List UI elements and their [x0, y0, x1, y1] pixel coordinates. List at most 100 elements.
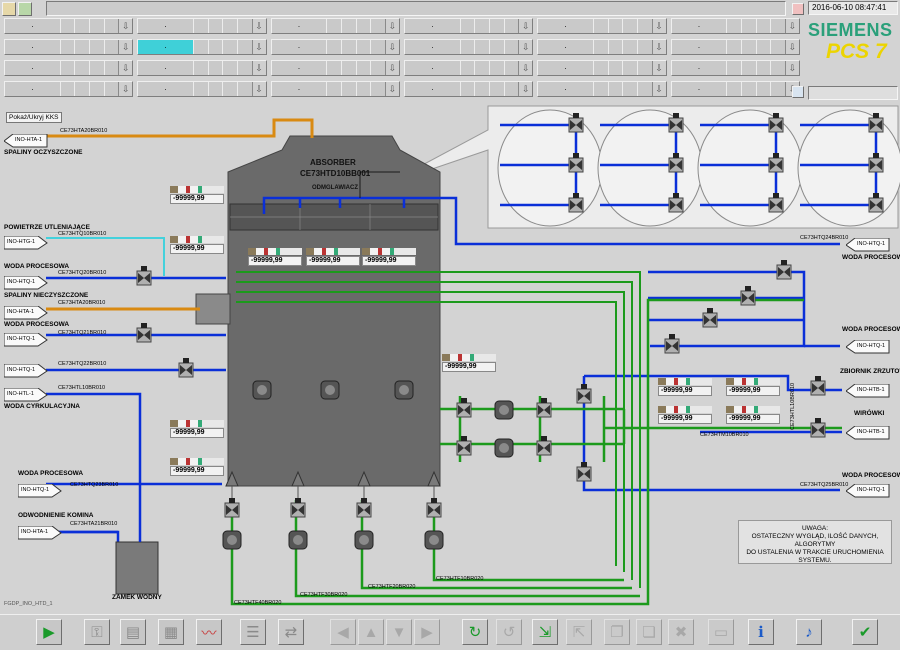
connector-process-water-out-3[interactable]: INO-HTQ-1	[846, 484, 890, 498]
import-icon[interactable]: ⇲	[532, 619, 558, 645]
pump-icon[interactable]	[354, 530, 374, 550]
nav-area-button[interactable]: .⇩	[403, 18, 534, 34]
nav-area-button[interactable]: .⇩	[403, 60, 534, 76]
nav-area-button[interactable]: .⇩	[270, 60, 400, 76]
trend-icon[interactable]: 〰	[196, 619, 222, 645]
pump-icon[interactable]	[222, 530, 242, 550]
connector-dump-tank[interactable]: INO-HTB-1	[846, 384, 890, 398]
chevron-down-icon[interactable]: ⇩	[118, 82, 133, 96]
valve-icon[interactable]	[702, 308, 718, 328]
start-icon[interactable]: ▶	[36, 619, 62, 645]
refresh-alt-icon[interactable]: ↺	[496, 619, 522, 645]
arrow-down-icon[interactable]: ▼	[386, 619, 412, 645]
list-icon[interactable]: ☰	[240, 619, 266, 645]
trend-table-icon[interactable]: ▦	[158, 619, 184, 645]
measurement-readout[interactable]: -99999,99	[726, 406, 780, 424]
valve-icon[interactable]	[290, 498, 306, 518]
chevron-down-icon[interactable]: ⇩	[651, 61, 666, 75]
pump-icon[interactable]	[320, 380, 340, 400]
nav-area-button[interactable]: .⇩	[537, 81, 667, 97]
measurement-readout[interactable]: -99999,99	[442, 354, 496, 372]
connector-raw-flue-gas[interactable]: INO-HTA-1	[4, 306, 48, 320]
chevron-down-icon[interactable]: ⇩	[651, 82, 666, 96]
copy-icon[interactable]: ❐	[604, 619, 630, 645]
acknowledge-icon[interactable]: ✔	[852, 619, 878, 645]
measurement-readout[interactable]: -99999,99	[362, 248, 416, 266]
chevron-down-icon[interactable]: ⇩	[651, 40, 666, 54]
measurement-readout[interactable]: -99999,99	[248, 248, 302, 266]
measurement-readout[interactable]: -99999,99	[170, 186, 224, 204]
nav-area-button[interactable]: .⇩	[403, 39, 534, 55]
alarm-icon[interactable]	[792, 3, 804, 15]
screen-icon[interactable]: ▭	[708, 619, 734, 645]
pump-icon[interactable]	[252, 380, 272, 400]
nav-area-button[interactable]: .⇩	[270, 39, 400, 55]
connector-process-water-out-2[interactable]: INO-HTQ-1	[846, 340, 890, 354]
chevron-down-icon[interactable]: ⇩	[385, 19, 400, 33]
pump-icon[interactable]	[494, 400, 514, 420]
chevron-down-icon[interactable]: ⇩	[251, 82, 266, 96]
delete-icon[interactable]: ✖	[668, 619, 694, 645]
valve-icon[interactable]	[810, 376, 826, 396]
key-icon[interactable]: ⚿	[84, 619, 110, 645]
nav-area-button[interactable]: .⇩	[137, 60, 267, 76]
chevron-down-icon[interactable]: ⇩	[651, 19, 666, 33]
nav-area-button[interactable]: .⇩	[4, 18, 134, 34]
kks-toggle-button[interactable]: Pokaż/Ukryj KKS	[6, 112, 62, 123]
transfer-icon[interactable]: ⇄	[278, 619, 304, 645]
valve-icon[interactable]	[776, 260, 792, 280]
valve-icon[interactable]	[740, 286, 756, 306]
nav-area-button[interactable]: .⇩	[537, 39, 667, 55]
chevron-down-icon[interactable]: ⇩	[118, 19, 133, 33]
valve-icon[interactable]	[568, 193, 584, 213]
valve-icon[interactable]	[136, 323, 152, 343]
measurement-readout[interactable]: -99999,99	[658, 406, 712, 424]
nav-area-button[interactable]: .⇩	[270, 81, 400, 97]
chevron-down-icon[interactable]: ⇩	[251, 61, 266, 75]
valve-icon[interactable]	[576, 384, 592, 404]
chevron-down-icon[interactable]: ⇩	[518, 19, 533, 33]
connector-process-water-3[interactable]: INO-HTQ-1	[4, 364, 48, 378]
valve-icon[interactable]	[536, 398, 552, 418]
valve-icon[interactable]	[868, 153, 884, 173]
nav-area-button[interactable]: .⇩	[670, 81, 800, 97]
valve-icon[interactable]	[810, 418, 826, 438]
valve-icon[interactable]	[456, 436, 472, 456]
valve-icon[interactable]	[668, 113, 684, 133]
measurement-readout[interactable]: -99999,99	[726, 378, 780, 396]
arrow-left-icon[interactable]: ◀	[330, 619, 356, 645]
report-icon[interactable]: ▤	[120, 619, 146, 645]
arrow-right-icon[interactable]: ▶	[414, 619, 440, 645]
connector-centrifuges[interactable]: INO-HTB-1	[846, 426, 890, 440]
export-icon[interactable]: ⇱	[566, 619, 592, 645]
nav-area-button[interactable]: .⇩	[137, 18, 267, 34]
connector-circulation-water[interactable]: INO-HTL-1	[4, 388, 48, 402]
arrow-up-icon[interactable]: ▲	[358, 619, 384, 645]
valve-icon[interactable]	[536, 436, 552, 456]
valve-icon[interactable]	[576, 462, 592, 482]
nav-area-button[interactable]: .⇩	[137, 39, 267, 55]
nav-area-button[interactable]: .⇩	[270, 18, 400, 34]
chevron-down-icon[interactable]: ⇩	[785, 19, 799, 33]
menu-icon[interactable]	[2, 2, 16, 16]
nav-area-button[interactable]: .⇩	[670, 39, 800, 55]
valve-icon[interactable]	[768, 153, 784, 173]
valve-icon[interactable]	[178, 358, 194, 378]
info-icon[interactable]: ℹ	[748, 619, 774, 645]
valve-icon[interactable]	[868, 113, 884, 133]
pump-icon[interactable]	[288, 530, 308, 550]
outlet-connector-clean-flue-gas[interactable]: INO-HTA-1	[4, 134, 48, 148]
chevron-down-icon[interactable]: ⇩	[118, 61, 133, 75]
valve-icon[interactable]	[664, 334, 680, 354]
connector-process-water-4[interactable]: INO-HTQ-1	[18, 484, 62, 498]
connector-process-water-2[interactable]: INO-HTQ-1	[4, 333, 48, 347]
config-icon[interactable]	[792, 86, 804, 98]
nav-area-button[interactable]: .⇩	[537, 60, 667, 76]
connector-process-water-out-1[interactable]: INO-HTQ-1	[846, 238, 890, 252]
pump-icon[interactable]	[494, 438, 514, 458]
connector-oxidation-air[interactable]: INO-HTG-1	[4, 236, 48, 250]
refresh-icon[interactable]: ↻	[462, 619, 488, 645]
connector-process-water-1[interactable]: INO-HTQ-1	[4, 276, 48, 290]
valve-icon[interactable]	[224, 498, 240, 518]
nav-area-button[interactable]: .⇩	[537, 18, 667, 34]
